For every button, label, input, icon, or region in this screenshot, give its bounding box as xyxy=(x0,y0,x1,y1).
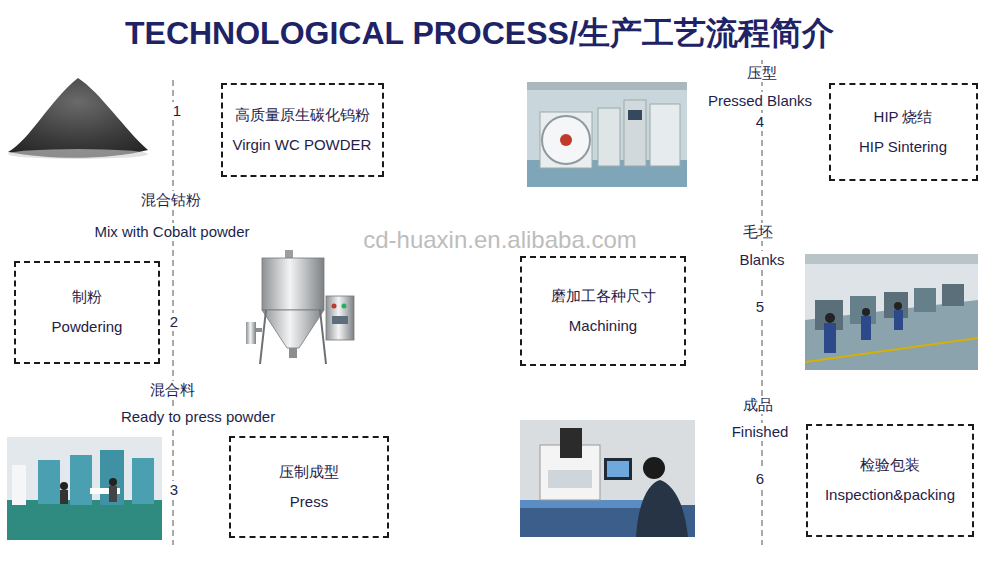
step-number: 6 xyxy=(753,470,767,488)
process-box: HIP 烧结 HIP Sintering xyxy=(829,83,978,181)
hip-furnace-photo-part xyxy=(650,104,680,166)
box-heading: 压制成型 xyxy=(279,463,339,481)
step-number: 3 xyxy=(167,481,181,499)
box-text: Inspection&packing xyxy=(825,486,955,504)
machining-workshop-photo-part xyxy=(824,323,836,353)
hip-furnace-photo-part xyxy=(598,108,620,166)
process-box: 检验包装 Inspection&packing xyxy=(806,424,974,537)
box-heading: 检验包装 xyxy=(860,456,920,474)
flow-label: 成品 xyxy=(740,396,776,414)
machining-workshop-photo-part xyxy=(862,308,870,316)
inspection-photo-part xyxy=(520,420,695,537)
press-workshop-photo-part xyxy=(60,482,68,490)
machining-workshop-photo-part xyxy=(861,316,871,340)
step-number: 4 xyxy=(753,113,767,131)
inspection-photo-part xyxy=(604,458,632,480)
hip-furnace-photo-part xyxy=(628,110,642,120)
box-heading: HIP 烧结 xyxy=(874,108,933,126)
machining-workshop-photo xyxy=(805,254,978,370)
box-text: HIP Sintering xyxy=(859,138,947,156)
hip-furnace-photo-part xyxy=(542,116,590,164)
flow-label: 混合料 xyxy=(147,381,198,399)
spray-dryer-photo-part xyxy=(260,310,266,364)
inspection-photo-part xyxy=(548,470,592,488)
box-heading: 磨加工各种尺寸 xyxy=(551,287,656,305)
press-workshop-photo-part xyxy=(7,500,162,540)
step-number: 1 xyxy=(170,102,184,120)
flow-label: Finished xyxy=(729,423,792,441)
inspection-photo-part xyxy=(636,480,688,537)
flow-label: Pressed Blanks xyxy=(705,92,815,110)
step-number: 2 xyxy=(167,313,181,331)
machining-workshop-photo-part xyxy=(894,310,903,330)
hip-furnace-photo-part xyxy=(560,134,572,146)
press-workshop-photo-part xyxy=(132,458,154,504)
press-workshop-photo-part xyxy=(60,490,68,504)
flow-label: Mix with Cobalt powder xyxy=(91,223,252,241)
spray-dryer-photo-part xyxy=(320,310,326,364)
box-text: Powdering xyxy=(52,318,123,336)
hip-furnace-photo-part xyxy=(540,112,592,168)
press-workshop-photo-part xyxy=(109,486,117,502)
machining-workshop-photo-part xyxy=(805,254,978,264)
box-text: Virgin WC POWDER xyxy=(233,136,372,154)
process-box: 制粉 Powdering xyxy=(14,261,160,364)
step-number: 5 xyxy=(753,298,767,316)
flow-label: 压型 xyxy=(744,64,780,82)
spray-dryer-photo xyxy=(246,250,354,364)
process-box: 高质量原生碳化钨粉 Virgin WC POWDER xyxy=(221,83,384,177)
machining-workshop-photo-part xyxy=(942,284,964,306)
watermark: cd-huaxin.en.alibaba.com xyxy=(363,227,637,253)
box-heading: 制粉 xyxy=(72,288,102,306)
title: TECHNOLOGICAL PROCESS/生产工艺流程简介 xyxy=(125,12,834,56)
machining-workshop-photo-part xyxy=(805,254,978,370)
machining-workshop-photo-part xyxy=(894,302,902,310)
powder-photo-part xyxy=(8,78,148,158)
spray-dryer-photo-part xyxy=(342,304,347,309)
inspection-photo xyxy=(520,420,695,537)
spray-dryer-photo-part xyxy=(326,296,354,340)
machining-workshop-photo-part xyxy=(914,288,936,312)
press-workshop-photo-part xyxy=(70,455,92,505)
press-workshop-photo-part xyxy=(12,465,26,505)
inspection-photo-part xyxy=(643,457,665,479)
inspection-photo-part xyxy=(607,461,629,477)
spray-dryer-photo-part xyxy=(262,310,324,348)
spray-dryer-photo-part xyxy=(289,348,297,358)
machining-workshop-photo-part xyxy=(825,313,835,323)
powder-photo xyxy=(8,78,148,159)
press-workshop-photo-part xyxy=(38,460,60,504)
flow-label: Blanks xyxy=(736,251,787,269)
box-text: Machining xyxy=(569,317,637,335)
flow-label: 混合钴粉 xyxy=(138,191,204,209)
spray-dryer-photo-part xyxy=(332,316,348,324)
press-workshop-photo-part xyxy=(109,478,117,486)
hip-furnace-photo-part xyxy=(527,82,687,187)
press-workshop-photo-part xyxy=(100,450,124,505)
machining-workshop-photo-part xyxy=(805,338,978,362)
spray-dryer-photo-part xyxy=(332,304,337,309)
flow-label: 毛坯 xyxy=(740,223,776,241)
powder-photo-part xyxy=(8,149,148,159)
spray-dryer-photo-part xyxy=(246,322,256,344)
hip-furnace-photo xyxy=(527,82,687,187)
box-heading: 高质量原生碳化钨粉 xyxy=(235,106,370,124)
hip-furnace-photo-part xyxy=(624,100,646,166)
spray-dryer-photo-part xyxy=(262,258,324,310)
inspection-photo-part xyxy=(520,500,650,508)
box-text: Press xyxy=(290,493,328,511)
process-box: 磨加工各种尺寸 Machining xyxy=(520,256,686,366)
press-workshop-photo-part xyxy=(7,437,162,540)
press-workshop-photo xyxy=(7,437,162,540)
flow-label: Ready to press powder xyxy=(118,408,278,426)
process-box: 压制成型 Press xyxy=(229,436,389,538)
inspection-photo-part xyxy=(560,428,582,458)
hip-furnace-photo-part xyxy=(527,82,687,90)
